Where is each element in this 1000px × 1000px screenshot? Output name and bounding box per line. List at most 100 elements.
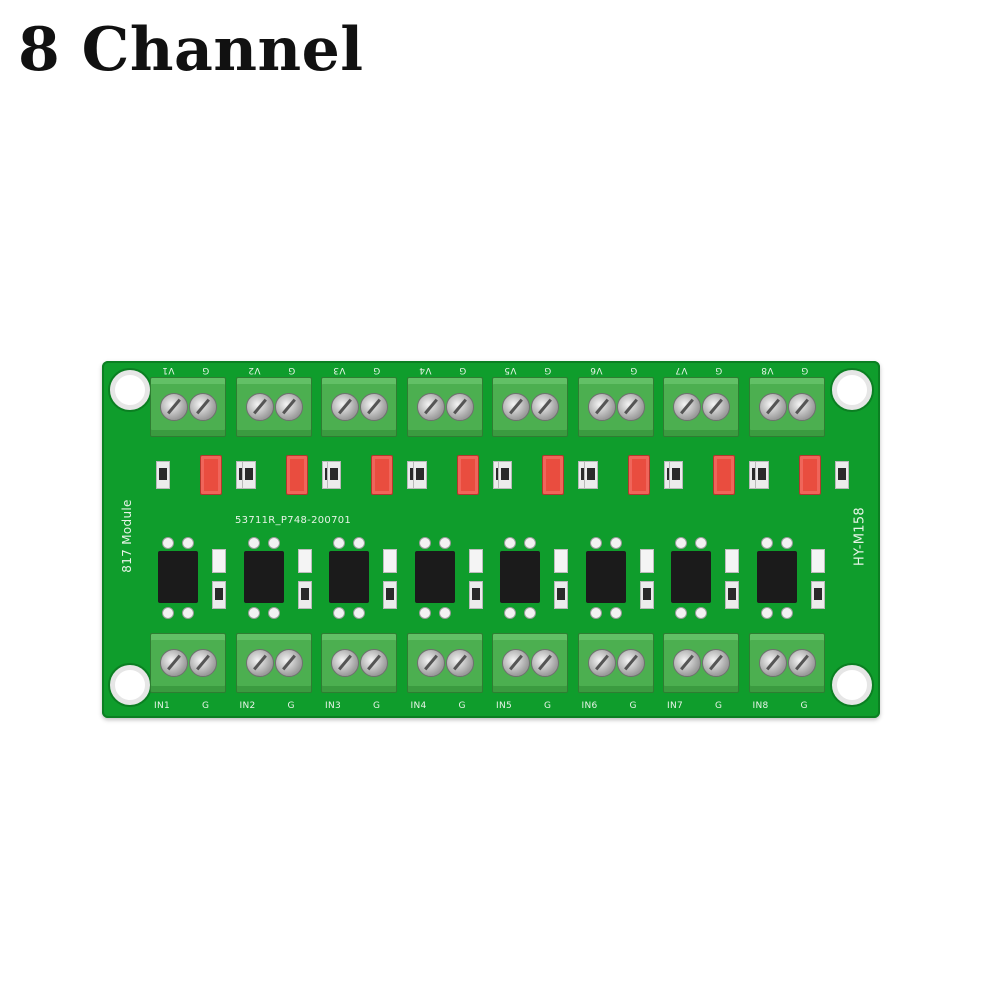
terminal-label: V4 bbox=[418, 365, 431, 375]
screw-icon bbox=[787, 649, 816, 677]
terminal-label: V2 bbox=[247, 365, 260, 375]
terminal-label: IN8 bbox=[752, 701, 769, 711]
terminal-block-bottom bbox=[321, 633, 397, 693]
pin bbox=[589, 607, 602, 619]
terminal-block-bottom bbox=[663, 633, 739, 693]
screw-icon bbox=[758, 393, 787, 421]
terminal-label: IN5 bbox=[496, 701, 513, 711]
screw-icon bbox=[502, 393, 530, 421]
terminal-ground-label: G bbox=[800, 701, 808, 711]
led bbox=[554, 549, 568, 573]
screw-icon bbox=[702, 393, 730, 421]
pin bbox=[418, 537, 431, 549]
screw-icon bbox=[758, 649, 787, 677]
optocoupler-chip bbox=[500, 551, 540, 603]
pin bbox=[589, 537, 602, 549]
pin bbox=[760, 607, 773, 619]
screw-icon bbox=[787, 393, 816, 421]
terminal-label: V6 bbox=[589, 365, 602, 375]
screw-icon bbox=[331, 393, 359, 421]
board-code-label: 53711R_P748-200701 bbox=[235, 515, 352, 526]
pin bbox=[353, 607, 365, 619]
terminal-label: IN7 bbox=[667, 701, 684, 711]
screw-icon bbox=[502, 649, 530, 677]
screw-icon bbox=[531, 649, 559, 677]
jumper bbox=[456, 455, 479, 495]
terminal-ground-label: G bbox=[373, 701, 381, 711]
screw-icon bbox=[673, 393, 701, 421]
led bbox=[639, 549, 654, 573]
terminal-block-bottom bbox=[235, 633, 312, 693]
terminal-block-bottom bbox=[406, 633, 483, 693]
pin bbox=[760, 537, 773, 549]
optocoupler-chip bbox=[414, 551, 455, 603]
pin bbox=[247, 537, 260, 549]
terminal-ground-label: G bbox=[373, 365, 381, 375]
resistor bbox=[639, 581, 654, 609]
screw-icon bbox=[331, 649, 359, 677]
optocoupler-chip bbox=[158, 551, 198, 603]
pin bbox=[609, 537, 622, 549]
screw-icon bbox=[702, 649, 730, 677]
terminal-ground-label: G bbox=[629, 701, 637, 711]
screw-icon bbox=[616, 649, 645, 677]
terminal-block-top bbox=[663, 377, 739, 437]
terminal-ground-label: G bbox=[629, 365, 637, 375]
board-module-label: 817 Module bbox=[120, 499, 134, 573]
screw-icon bbox=[445, 649, 474, 677]
terminal-ground-label: G bbox=[715, 365, 723, 375]
board-model-label: HY-M158 bbox=[852, 507, 868, 566]
pin bbox=[438, 607, 451, 619]
terminal-ground-label: G bbox=[287, 365, 295, 375]
screw-icon bbox=[189, 393, 217, 421]
pin bbox=[333, 537, 345, 549]
pin bbox=[780, 607, 793, 619]
terminal-label: V1 bbox=[162, 365, 175, 375]
jumper bbox=[713, 455, 735, 495]
terminal-label: IN1 bbox=[154, 701, 171, 711]
resistor bbox=[834, 461, 849, 489]
pin bbox=[504, 607, 516, 619]
mount-hole-top-left bbox=[110, 370, 150, 410]
optocoupler-chip bbox=[585, 551, 626, 603]
pin bbox=[695, 537, 707, 549]
jumper bbox=[371, 455, 393, 495]
screw-icon bbox=[360, 649, 388, 677]
led bbox=[725, 549, 739, 573]
terminal-label: V8 bbox=[760, 365, 773, 375]
resistor bbox=[212, 581, 226, 609]
terminal-block-top bbox=[406, 377, 483, 437]
screw-icon bbox=[616, 393, 645, 421]
screw-icon bbox=[274, 649, 303, 677]
pin bbox=[162, 537, 174, 549]
resistor bbox=[383, 581, 397, 609]
led bbox=[383, 549, 397, 573]
terminal-block-bottom bbox=[748, 633, 825, 693]
resistor bbox=[327, 461, 341, 489]
resistor bbox=[754, 461, 769, 489]
optocoupler-chip bbox=[756, 551, 797, 603]
terminal-ground-label: G bbox=[458, 365, 466, 375]
resistor bbox=[725, 581, 739, 609]
optocoupler-chip bbox=[329, 551, 369, 603]
pin bbox=[418, 607, 431, 619]
terminal-label: IN4 bbox=[410, 701, 427, 711]
screw-icon bbox=[160, 649, 188, 677]
terminal-block-top bbox=[492, 377, 568, 437]
pin bbox=[162, 607, 174, 619]
pin bbox=[353, 537, 365, 549]
terminal-block-top bbox=[321, 377, 397, 437]
terminal-block-top bbox=[235, 377, 312, 437]
led bbox=[212, 549, 226, 573]
pin bbox=[182, 537, 194, 549]
terminal-label: IN2 bbox=[239, 701, 256, 711]
led bbox=[297, 549, 312, 573]
screw-icon bbox=[416, 393, 445, 421]
screw-icon bbox=[416, 649, 445, 677]
jumper bbox=[200, 455, 222, 495]
resistor bbox=[810, 581, 825, 609]
terminal-ground-label: G bbox=[800, 365, 808, 375]
terminal-block-bottom bbox=[577, 633, 654, 693]
pin bbox=[267, 607, 280, 619]
page-title: 8 Channel bbox=[18, 15, 364, 85]
